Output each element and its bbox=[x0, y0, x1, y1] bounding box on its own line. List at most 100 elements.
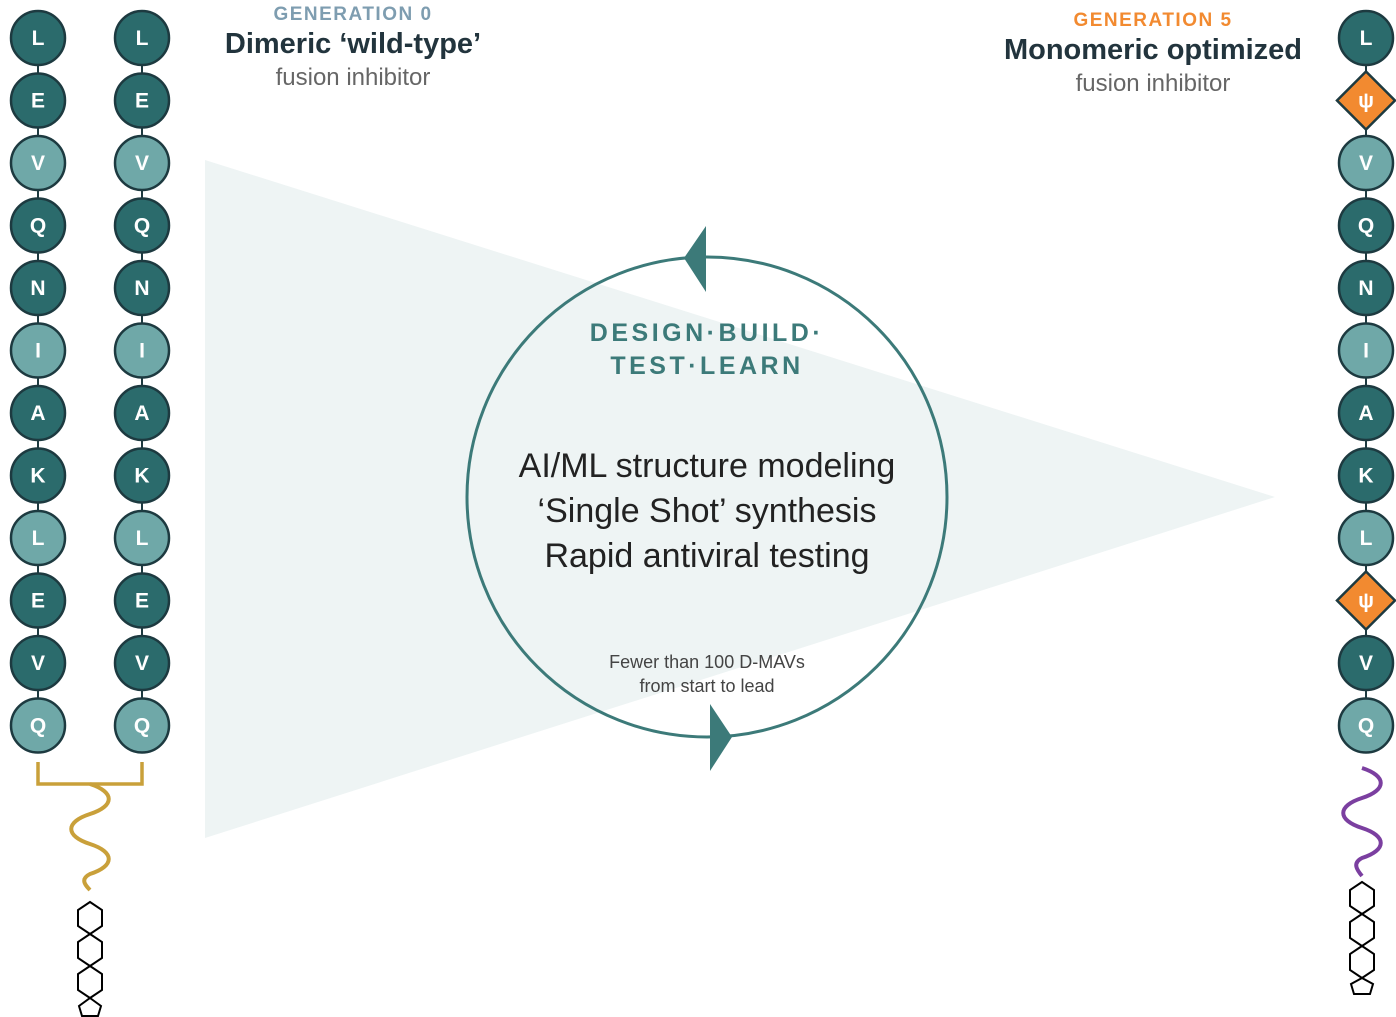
gen0-strand-b-residue-label-8: K bbox=[134, 465, 149, 488]
gen0-strand-a-residue-9 bbox=[9, 509, 67, 567]
gen5-label: GENERATION 5 Monomeric optimized fusion … bbox=[975, 10, 1331, 100]
cycle-arrow-top-icon bbox=[684, 226, 706, 292]
gen5-strand-residue-label-1: L bbox=[1360, 27, 1373, 50]
gen0-strand-b-residue-11 bbox=[113, 634, 171, 692]
gen0-strand-a-residue-label-12: Q bbox=[30, 715, 46, 738]
gen0-strand-b-residue-label-4: Q bbox=[134, 215, 150, 238]
gen5-strand-modified-residue-10 bbox=[1335, 569, 1396, 632]
gen0-strand-a-residue-6 bbox=[9, 322, 67, 379]
gen0-strand-b-residue-label-1: L bbox=[136, 27, 149, 50]
gen0-strand-a-residue-12 bbox=[9, 697, 67, 754]
gen5-strand-residue-label-7: A bbox=[1358, 402, 1373, 425]
gen5-strand-residue-label-12: Q bbox=[1358, 715, 1374, 738]
gen0-strand-a-residue-11 bbox=[9, 634, 67, 692]
gen5-strand-residue-label-6: I bbox=[1363, 340, 1369, 363]
gen5-strand-residue-7 bbox=[1337, 384, 1395, 442]
gen5-strand-residue-9 bbox=[1337, 509, 1395, 567]
gen0-strand-b-residue-10 bbox=[113, 572, 171, 629]
dimer-bracket bbox=[36, 762, 144, 786]
gen0-strand-b-residue-label-9: L bbox=[136, 527, 149, 550]
gen5-strand-residue-12 bbox=[1337, 697, 1395, 754]
gen0-strand-a-residue-label-8: K bbox=[30, 465, 45, 488]
cycle-body: AI/ML structure modeling ‘Single Shot’ s… bbox=[477, 444, 937, 579]
gen0-strand-b-residue-8 bbox=[113, 447, 171, 504]
gen0-strand-b-residue-label-11: V bbox=[135, 652, 149, 675]
cycle-heading-line-2: TEST·LEARN bbox=[610, 352, 804, 380]
gen5-strand-residue-label-2: ψ bbox=[1358, 90, 1374, 113]
gen0-label: GENERATION 0 Dimeric ‘wild-type’ fusion … bbox=[190, 4, 516, 94]
gen0-strand-b-residue-3 bbox=[113, 134, 171, 192]
cycle-body-line-2: ‘Single Shot’ synthesis bbox=[537, 492, 877, 530]
cycle-heading: DESIGN·BUILD· TEST·LEARN bbox=[517, 317, 897, 383]
gen5-strand-modified-residue-2 bbox=[1335, 69, 1396, 132]
gen0-strand-a-residue-label-6: I bbox=[35, 340, 41, 363]
gen0-lipid-hexagon-chain-icon bbox=[77, 900, 103, 1017]
gen0-strand-a-residue-label-4: Q bbox=[30, 215, 46, 238]
gen5-strand-residue-label-11: V bbox=[1359, 652, 1373, 675]
gen5-subtitle: fusion inhibitor bbox=[1075, 70, 1231, 97]
cycle-body-line-1: AI/ML structure modeling bbox=[518, 447, 896, 485]
gen0-linker-icon bbox=[69, 782, 111, 892]
gen5-lipid-hexagon-chain-icon bbox=[1349, 880, 1375, 995]
gen0-strand-b-residue-5 bbox=[113, 259, 171, 317]
gen0-strand-a-residue-label-7: A bbox=[30, 402, 45, 425]
gen0-strand-a-residue-3 bbox=[9, 134, 67, 192]
gen5-strand-residue-11 bbox=[1337, 634, 1395, 692]
gen5-linker-icon bbox=[1341, 766, 1383, 878]
gen5-strand-residue-6 bbox=[1337, 322, 1395, 379]
gen0-strand-a-residue-7 bbox=[9, 384, 67, 442]
gen0-strand-a-residue-4 bbox=[9, 197, 67, 254]
gen5-strand-residue-5 bbox=[1337, 259, 1395, 317]
gen0-strand-b-residue-2 bbox=[113, 72, 171, 129]
gen0-strand-a-residue-8 bbox=[9, 447, 67, 504]
gen0-strand-a-residue-label-5: N bbox=[30, 277, 45, 300]
gen0-strand-a-residue-label-10: E bbox=[31, 590, 45, 613]
gen0-strand-b-residue-4 bbox=[113, 197, 171, 254]
gen5-strand-residue-label-9: L bbox=[1360, 527, 1373, 550]
gen0-strand-b: L E V Q N I A K L E V Q bbox=[113, 9, 171, 754]
gen0-strand-b-residue-9 bbox=[113, 509, 171, 567]
gen0-strand-a-residue-label-2: E bbox=[31, 90, 45, 113]
gen0-kicker: GENERATION 0 bbox=[273, 4, 433, 25]
cycle-ring bbox=[465, 255, 949, 739]
cycle-arrow-bottom-icon bbox=[710, 704, 732, 771]
funnel-wedge bbox=[205, 160, 1275, 838]
gen0-strand-a-residue-label-3: V bbox=[31, 152, 45, 175]
gen5-strand-residue-label-10: ψ bbox=[1358, 590, 1374, 613]
cycle-note: Fewer than 100 D-MAVs from start to lead bbox=[547, 650, 867, 698]
gen5-strand-residue-label-5: N bbox=[1358, 277, 1373, 300]
gen0-strand-b-residue-label-3: V bbox=[135, 152, 149, 175]
gen0-title: Dimeric ‘wild-type’ bbox=[224, 28, 482, 60]
gen0-strand-a-residue-1 bbox=[9, 9, 67, 67]
gen5-strand-residue-1 bbox=[1337, 9, 1395, 67]
cycle-heading-line-1: DESIGN·BUILD· bbox=[589, 319, 825, 347]
gen0-strand-b-residue-7 bbox=[113, 384, 171, 442]
gen0-strand-b-residue-label-5: N bbox=[134, 277, 149, 300]
gen0-strand-b-residue-6 bbox=[113, 322, 171, 379]
gen5-kicker: GENERATION 5 bbox=[1073, 10, 1233, 31]
gen5-strand-residue-8 bbox=[1337, 447, 1395, 504]
gen5-strand-residue-label-8: K bbox=[1358, 465, 1373, 488]
gen5-strand-residue-label-4: Q bbox=[1358, 215, 1374, 238]
gen0-strand-a-residue-label-9: L bbox=[32, 527, 45, 550]
gen5-strand-residue-4 bbox=[1337, 197, 1395, 254]
gen0-strand-b-residue-label-12: Q bbox=[134, 715, 150, 738]
gen5-strand-residue-label-3: V bbox=[1359, 152, 1373, 175]
cycle-note-line-2: from start to lead bbox=[639, 676, 775, 696]
gen0-strand-b-residue-label-2: E bbox=[135, 90, 149, 113]
gen0-strand-a-residue-10 bbox=[9, 572, 67, 629]
gen0-strand-b-residue-label-10: E bbox=[135, 590, 149, 613]
gen0-strand-a-residue-5 bbox=[9, 259, 67, 317]
gen5-strand-residue-3 bbox=[1337, 134, 1395, 192]
gen0-subtitle: fusion inhibitor bbox=[275, 64, 431, 91]
cycle-note-line-1: Fewer than 100 D-MAVs bbox=[609, 652, 805, 672]
gen5-title: Monomeric optimized bbox=[1003, 34, 1303, 66]
gen0-strand-b-residue-label-6: I bbox=[139, 340, 145, 363]
gen0-strand-a-residue-2 bbox=[9, 72, 67, 129]
gen0-strand-a-residue-label-11: V bbox=[31, 652, 45, 675]
gen0-strand-b-residue-label-7: A bbox=[134, 402, 149, 425]
gen0-strand-b-residue-12 bbox=[113, 697, 171, 754]
